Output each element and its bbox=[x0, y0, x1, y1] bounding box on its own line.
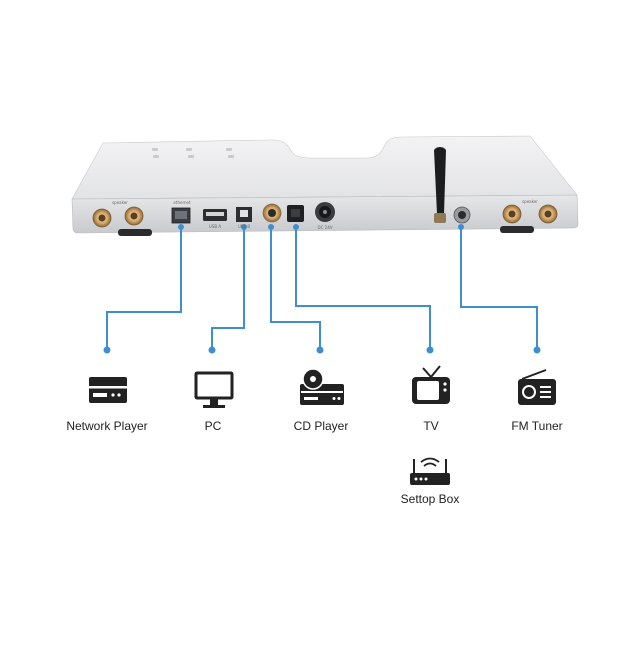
port-label-usb-b: USB B bbox=[237, 224, 251, 229]
device-top-surface bbox=[71, 135, 578, 200]
label-cd-player: CD Player bbox=[293, 419, 349, 433]
line-pc bbox=[211, 225, 245, 348]
optical-port bbox=[287, 205, 304, 222]
line-fm-tuner bbox=[460, 225, 538, 348]
speaker-terminals-left bbox=[92, 206, 144, 228]
ethernet-port bbox=[171, 207, 191, 224]
amplifier-device bbox=[71, 135, 579, 236]
port-label-speaker-left: speaker bbox=[112, 200, 128, 205]
label-fm-tuner: FM Tuner bbox=[511, 419, 563, 433]
cd-player-icon bbox=[300, 368, 344, 405]
label-tv: TV bbox=[423, 419, 439, 433]
fm-antenna-connector bbox=[453, 206, 471, 224]
connection-dots bbox=[103, 224, 541, 354]
port-label-speaker-right: speaker bbox=[522, 199, 538, 204]
label-pc: PC bbox=[204, 419, 222, 433]
monitor-icon bbox=[194, 371, 234, 408]
device-foot-right bbox=[500, 226, 534, 233]
usb-b-port bbox=[236, 207, 252, 222]
label-settop-box: Settop Box bbox=[400, 492, 460, 506]
device-foot-left bbox=[118, 229, 152, 236]
top-markings bbox=[152, 148, 234, 158]
router-icon bbox=[410, 457, 450, 485]
port-label-usb-a: USB A bbox=[208, 224, 222, 229]
connection-lines bbox=[106, 225, 538, 348]
usb-a-port bbox=[203, 209, 227, 221]
dc-power-jack bbox=[315, 202, 335, 222]
antenna bbox=[434, 147, 446, 223]
radio-icon bbox=[518, 369, 556, 405]
port-label-ethernet: ethernet bbox=[173, 200, 191, 205]
line-network-player bbox=[106, 225, 182, 348]
port-label-dc: DC 24V bbox=[317, 225, 333, 230]
speaker-terminals-right bbox=[502, 204, 558, 224]
network-player-icon bbox=[89, 377, 127, 403]
line-cd-player bbox=[270, 225, 321, 348]
tv-icon bbox=[412, 365, 450, 404]
coaxial-port bbox=[262, 203, 282, 223]
label-network-player: Network Player bbox=[66, 419, 148, 433]
line-tv bbox=[295, 225, 431, 348]
